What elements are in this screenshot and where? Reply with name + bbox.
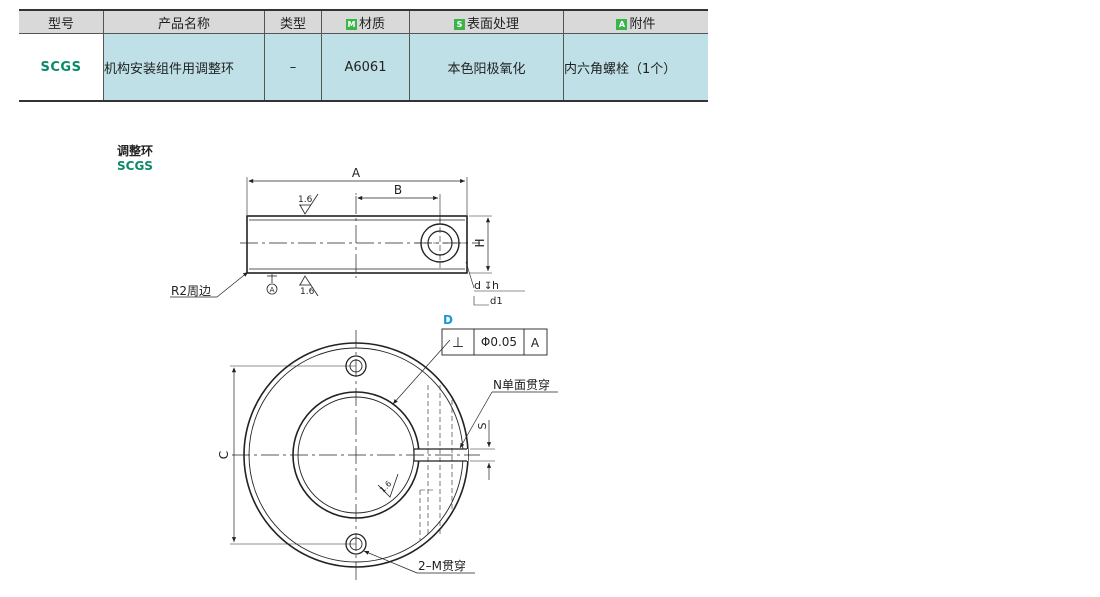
tolerance-frame bbox=[441, 328, 548, 356]
dim-h-label: H bbox=[473, 238, 487, 247]
slit-note: N单面贯穿 bbox=[493, 377, 550, 392]
dim-c-label: C bbox=[217, 451, 231, 459]
header-accessory-label: 附件 bbox=[629, 16, 656, 32]
side-view-body bbox=[246, 215, 468, 274]
drawing-title: 调整环 bbox=[117, 144, 154, 158]
cell-surface: 本色阳极氧化 bbox=[409, 33, 564, 102]
drawing-code: SCGS bbox=[117, 159, 153, 173]
header-material-label: 材质 bbox=[358, 16, 385, 32]
datum-a-label: A bbox=[270, 286, 275, 294]
header-surface-label: 表面处理 bbox=[466, 16, 519, 32]
material-tag-icon: M bbox=[345, 18, 357, 30]
hole-note-m: 2–M贯穿 bbox=[418, 558, 466, 573]
spec-data-row: SCGS 机构安装组件用调整环 – A6061 本色阳极氧化 内六角螺栓（1个） bbox=[19, 33, 708, 102]
perpendicularity-icon: ⊥ bbox=[452, 335, 464, 351]
roughness-top-label: 1.6 bbox=[298, 195, 313, 205]
cell-product-name: 机构安装组件用调整环 bbox=[103, 33, 265, 102]
header-product-name: 产品名称 bbox=[103, 10, 265, 34]
cell-material: A6061 bbox=[321, 33, 410, 102]
edge-note: R2周边 bbox=[171, 284, 211, 298]
dim-s-label: S bbox=[476, 422, 489, 429]
dim-b-label: B bbox=[394, 183, 402, 197]
datum-a-symbol bbox=[266, 283, 278, 295]
cell-accessory: 内六角螺栓（1个） bbox=[563, 33, 708, 102]
tolerance-value: Φ0.05 bbox=[481, 335, 517, 349]
accessory-tag-icon: A bbox=[616, 18, 628, 30]
header-model: 型号 bbox=[19, 10, 104, 34]
hole-note-d: d bbox=[474, 279, 481, 292]
surface-tag-icon: S bbox=[453, 18, 465, 30]
hole-depth-icon: ↧ bbox=[484, 281, 492, 292]
cell-type: – bbox=[264, 33, 322, 102]
dim-a-label: A bbox=[352, 166, 361, 180]
callout-d-label: D bbox=[443, 313, 453, 327]
hole-note-d1: d1 bbox=[490, 296, 503, 307]
hole-note-h: h bbox=[492, 279, 499, 292]
tolerance-datum: A bbox=[531, 336, 540, 350]
roughness-bottom-label: 1.6 bbox=[300, 287, 315, 297]
roughness-face-label: 1.6 bbox=[378, 479, 393, 494]
side-view bbox=[170, 177, 525, 306]
front-view bbox=[230, 328, 558, 580]
